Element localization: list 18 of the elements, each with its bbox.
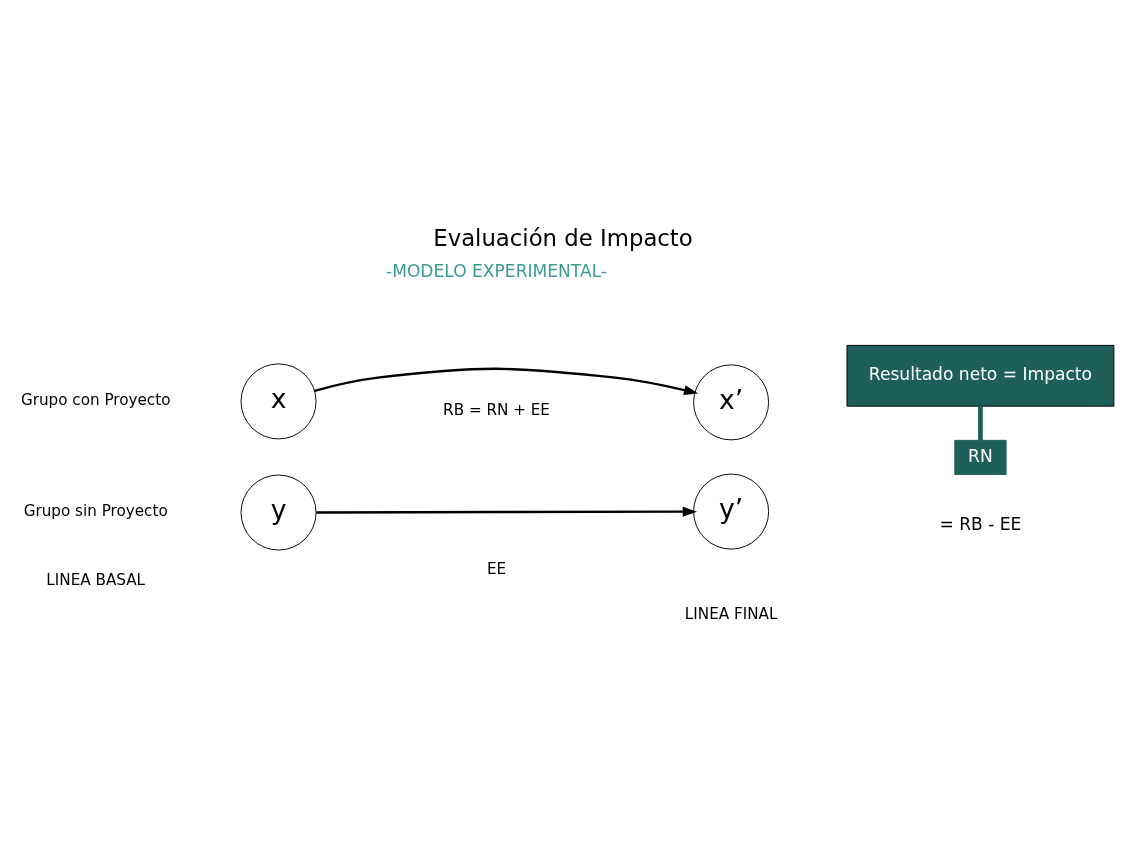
node-circle: x’ bbox=[693, 363, 770, 440]
label: RB = RN + EE bbox=[443, 400, 550, 419]
arrow bbox=[316, 506, 697, 517]
label: -MODELO EXPERIMENTAL- bbox=[386, 260, 608, 281]
node-circle: y bbox=[240, 474, 317, 551]
node-label: = RB - EE bbox=[939, 513, 1022, 534]
label: LINEA BASAL bbox=[46, 570, 146, 589]
connector bbox=[978, 405, 983, 440]
label: EE bbox=[486, 559, 507, 578]
node-circle: y’ bbox=[693, 473, 770, 550]
node-circle: x bbox=[240, 362, 317, 439]
node-box: RN bbox=[954, 439, 1007, 475]
diagram-title: Evaluación de Impacto bbox=[433, 224, 693, 251]
arrow bbox=[314, 367, 699, 395]
label: Grupo sin Proyecto bbox=[23, 501, 168, 520]
node-box: Resultado neto = Impacto bbox=[846, 344, 1115, 407]
label: LINEA FINAL bbox=[684, 604, 778, 623]
label: Grupo con Proyecto bbox=[20, 390, 171, 409]
